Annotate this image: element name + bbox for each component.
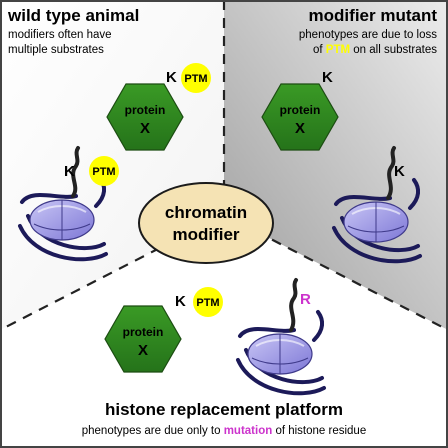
ptm-circle-icon: PTM (89, 156, 119, 186)
protein-hexagon-icon: protein X (104, 305, 182, 373)
modifier-mutant-subtitle-line1: phenotypes are due to loss (299, 29, 437, 41)
chromatin-modifier: chromatin modifier (138, 182, 274, 264)
protein-label: protein (280, 103, 321, 117)
histone-tail (289, 278, 298, 332)
wild-type-subtitle-line2: multiple substrates (8, 44, 104, 56)
ptm-label: PTM (196, 297, 219, 309)
lysine-label: K (394, 163, 405, 180)
ptm-circle-icon: PTM (193, 287, 223, 317)
modifier-line2: modifier (172, 225, 239, 244)
mutation-highlight: mutation (224, 425, 273, 437)
histone-tail (386, 146, 396, 200)
mutant-residue-label: R (300, 291, 311, 308)
ptm-highlight: PTM (326, 44, 350, 56)
protein-label: protein (123, 325, 164, 339)
modifier-mutant-title: modifier mutant (309, 6, 438, 25)
histone-tail (71, 146, 80, 198)
protein-x-label: X (295, 120, 305, 137)
protein-label: protein (125, 103, 166, 117)
lysine-label: K (322, 69, 333, 86)
modifier-mutant-subtitle-line2: of PTM on all substrates (313, 44, 437, 56)
ptm-circle-icon: PTM (181, 63, 211, 93)
wild-type-subtitle-line1: modifiers often have (8, 29, 112, 41)
protein-hexagon-icon: protein X (106, 83, 184, 151)
protein-x-label: X (138, 342, 148, 359)
modifier-mutant-panel (224, 0, 448, 330)
lysine-label: K (64, 163, 75, 180)
replacement-title: histone replacement platform (105, 400, 343, 419)
replacement-subtitle: phenotypes are due only to mutation of h… (82, 425, 366, 437)
wild-type-title: wild type animal (7, 6, 139, 25)
protein-hexagon-icon: protein X (261, 83, 339, 151)
protein-x-label: X (140, 120, 150, 137)
lysine-label: K (175, 293, 186, 310)
lysine-label: K (166, 69, 177, 86)
modifier-line1: chromatin (165, 203, 247, 222)
ptm-label: PTM (92, 166, 115, 178)
ptm-label: PTM (184, 73, 207, 85)
